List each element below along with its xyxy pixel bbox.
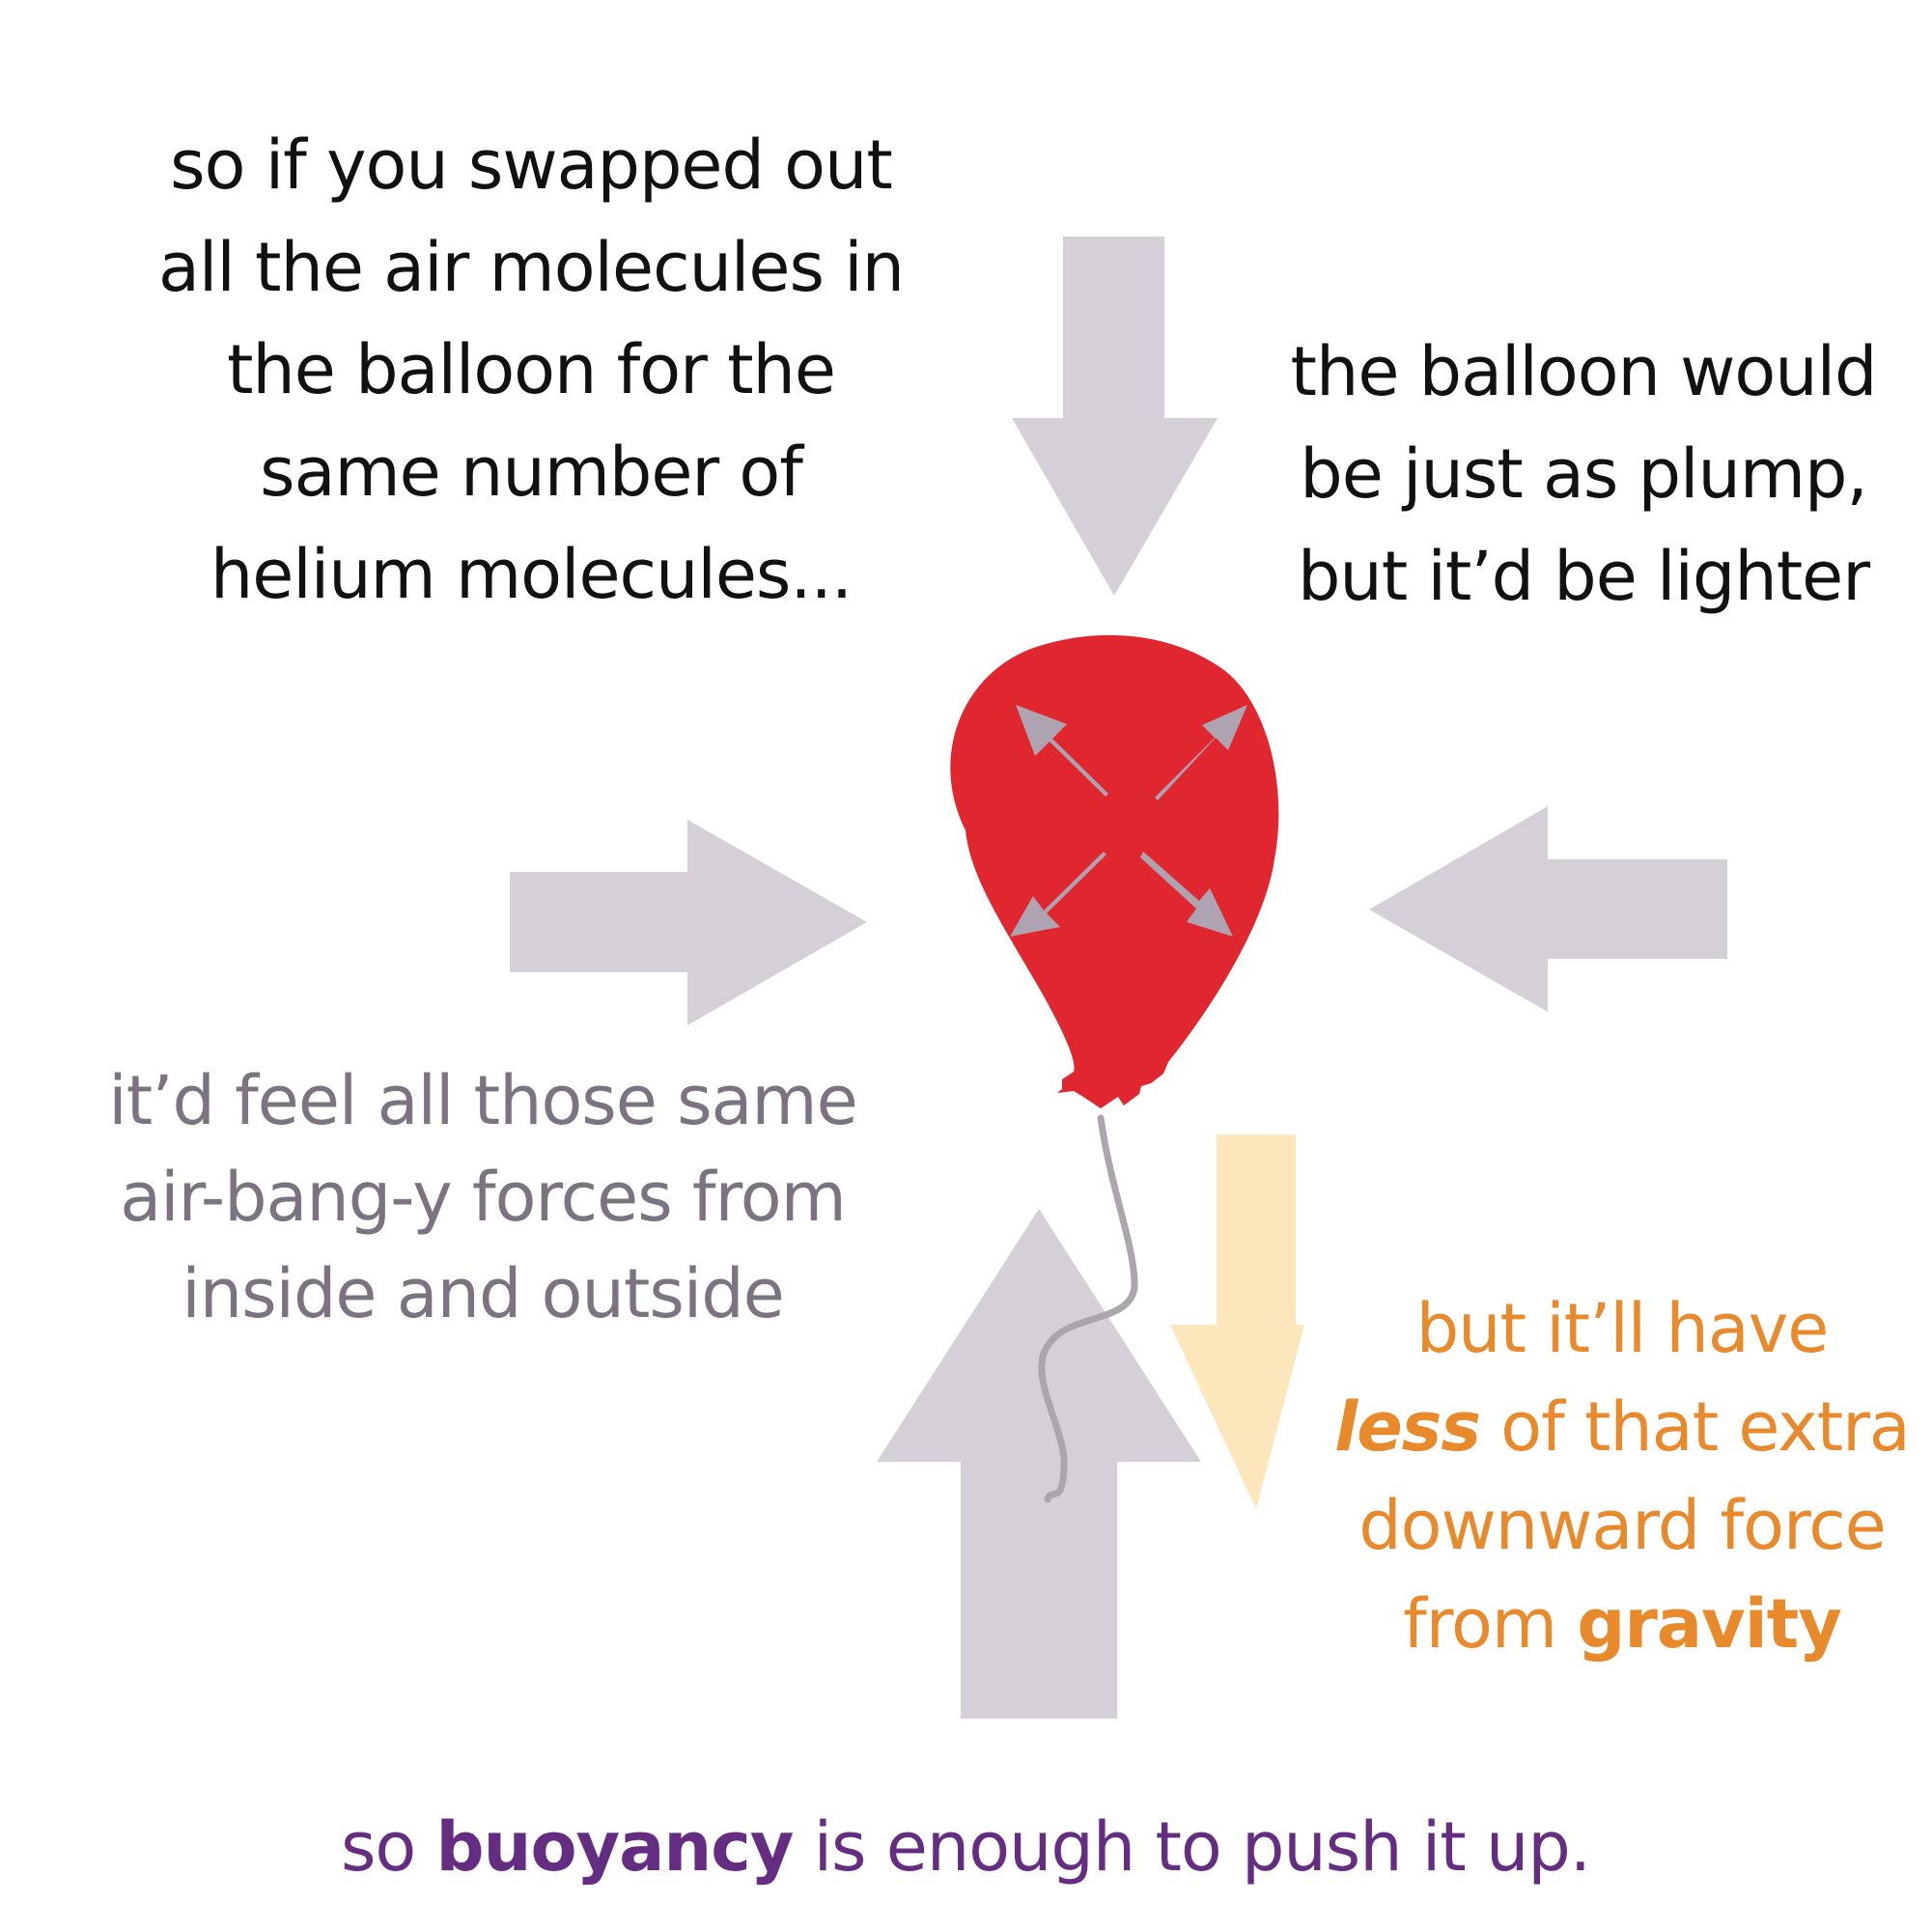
caption-line: be just as plump, <box>1300 434 1867 514</box>
balloon <box>950 634 1279 1108</box>
caption-line: from gravity <box>1323 1575 1921 1673</box>
caption-text: of that extra <box>1480 1387 1911 1467</box>
caption-line: air-bang-y forces from <box>120 1158 847 1237</box>
caption-bottom: so buoyancy is enough to push it up. <box>290 1796 1641 1898</box>
caption-line: so if you swapped out <box>170 126 893 205</box>
caption-line: the balloon for the <box>226 330 836 409</box>
caption-line: inside and outside <box>182 1254 784 1333</box>
caption-line: but it’ll have <box>1415 1289 1830 1368</box>
caption-bottom-right: but it’ll have less of that extra downwa… <box>1323 1279 1921 1673</box>
caption-text: so <box>340 1807 436 1887</box>
emphasis-buoyancy: buoyancy <box>435 1807 795 1887</box>
caption-middle-left: it’d feel all those same air-bang-y forc… <box>77 1052 888 1342</box>
caption-line: downward force <box>1358 1486 1887 1565</box>
caption-line: same number of <box>260 433 803 512</box>
force-arrow-left-right <box>1369 806 1727 1012</box>
force-arrow-up-bottom <box>877 1209 1201 1719</box>
caption-text: from <box>1403 1584 1578 1664</box>
caption-top-left: so if you swapped out all the air molecu… <box>106 114 956 626</box>
force-arrow-right-left <box>510 820 867 1025</box>
inner-arrow-up-right <box>1155 705 1247 800</box>
caption-line: all the air molecules in <box>158 228 905 307</box>
caption-line: helium molecules... <box>210 535 853 614</box>
inner-arrow-up-left <box>1016 705 1108 797</box>
caption-line: so buoyancy is enough to push it up. <box>290 1796 1641 1898</box>
emphasis-gravity: gravity <box>1577 1584 1842 1664</box>
caption-text: is enough to push it up. <box>793 1807 1591 1887</box>
balloon-string <box>1038 1114 1138 1503</box>
caption-line: the balloon would <box>1290 332 1878 411</box>
caption-line: less of that extra <box>1323 1378 1921 1476</box>
emphasis-less: less <box>1334 1387 1481 1467</box>
force-arrow-down-top <box>1012 237 1218 596</box>
inner-arrow-down-right <box>1140 852 1233 937</box>
gravity-arrow <box>1170 1134 1304 1509</box>
caption-line: it’d feel all those same <box>108 1061 857 1140</box>
inner-arrow-down-left <box>1010 852 1106 937</box>
caption-line: but it’d be lighter <box>1297 537 1870 616</box>
caption-top-right: the balloon would be just as plump, but … <box>1255 321 1912 628</box>
